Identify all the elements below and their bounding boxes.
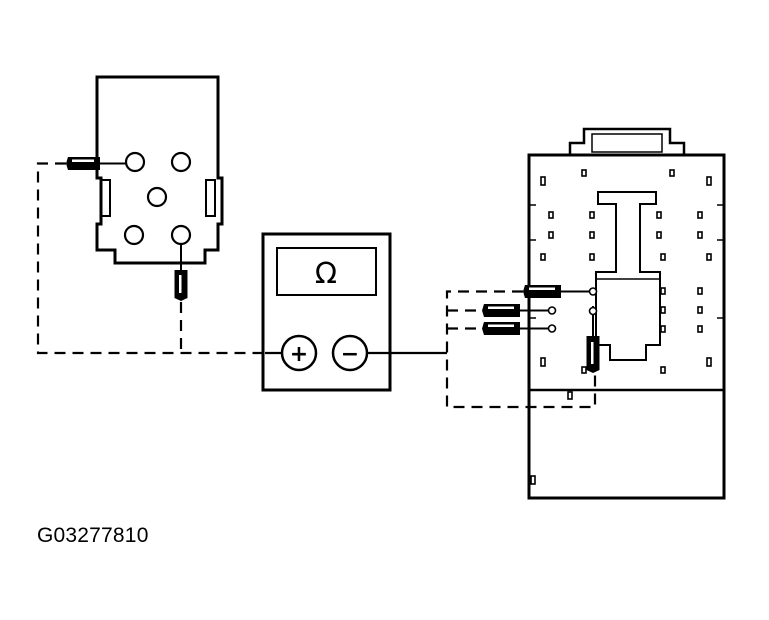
- left-connector: [95, 75, 224, 265]
- right-probe-tips: [547, 287, 598, 333]
- ohmmeter-display: [276, 247, 377, 296]
- left-probe-horizontal: [66, 157, 126, 170]
- left-pin-5: [170, 224, 192, 246]
- right-probe-middle: [482, 304, 549, 317]
- ohm-symbol: Ω: [315, 256, 337, 290]
- left-connector-details: [100, 179, 216, 217]
- right-module: [527, 127, 726, 500]
- left-pin-3: [146, 186, 168, 208]
- right-module-terminals: [530, 169, 712, 485]
- left-pin-1: [124, 151, 146, 173]
- figure-code: G03277810: [37, 524, 149, 547]
- right-module-center-channel: [595, 191, 661, 361]
- left-probe-vertical: [174, 244, 188, 301]
- right-probe-lower: [482, 322, 549, 335]
- left-pin-2: [170, 151, 192, 173]
- left-connector-body: [95, 75, 224, 265]
- left-connector-pins: [123, 151, 192, 246]
- negative-terminal-label: −: [341, 342, 359, 367]
- right-probe-top: [523, 285, 590, 298]
- positive-terminal-label: +: [290, 342, 308, 367]
- ohmmeter: Ω + −: [261, 232, 392, 392]
- left-pin-4: [123, 224, 145, 246]
- right-dashed-leads: [445, 290, 597, 409]
- left-dashed-leads: [36, 162, 265, 355]
- left-connector-latch-left: [100, 179, 111, 217]
- left-connector-latch-right: [205, 179, 216, 217]
